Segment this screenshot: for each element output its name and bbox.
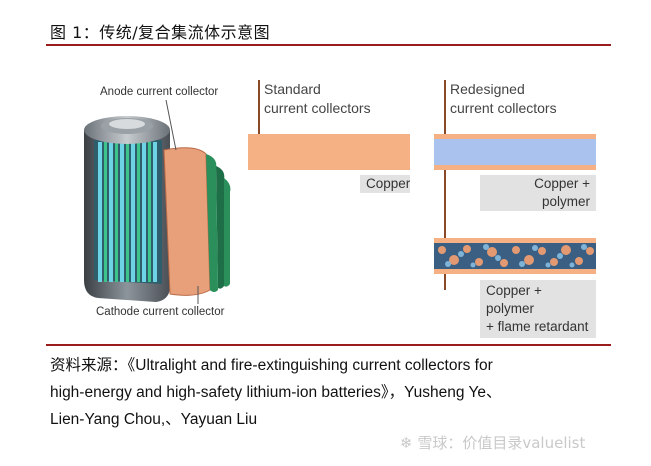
snowball-icon: ❄	[400, 434, 413, 452]
redesigned-header-line2: current collectors	[450, 100, 557, 116]
source-citation: 资料来源：《Ultralight and fire-extinguishing …	[50, 352, 610, 433]
standard-header-line1: Standard	[264, 81, 321, 97]
copper-polymer-strip	[434, 134, 596, 170]
copper-polymer-fr-caption: Copper + polymer + flame retardant	[480, 280, 596, 338]
watermark: ❄ 雪球：价值目录valuelist	[400, 432, 585, 453]
title-rule	[46, 44, 611, 46]
copper-polymer-fr-line2: + flame retardant	[486, 319, 589, 334]
figure-title: 图 1：传统/复合集流体示意图	[50, 23, 271, 42]
copper-polymer-fr-strip	[434, 238, 596, 274]
redesigned-leader-line	[444, 80, 446, 290]
figure-diagram: Anode current collector Cathode current …	[46, 58, 611, 338]
standard-header-line2: current collectors	[264, 100, 371, 116]
cathode-label: Cathode current collector	[96, 306, 225, 318]
battery-cell-illustration	[84, 99, 231, 304]
source-line-1: 资料来源：《Ultralight and fire-extinguishing …	[50, 357, 493, 374]
source-line-3: Lien-Yang Chou,、Yayuan Liu	[50, 411, 258, 428]
standard-leader-line	[258, 80, 260, 136]
copper-polymer-fr-line1: Copper + polymer	[486, 283, 542, 316]
redesigned-header: Redesigned current collectors	[450, 80, 557, 118]
redesigned-header-line1: Redesigned	[450, 81, 525, 97]
source-line-2: high-energy and high-safety lithium-ion …	[50, 384, 502, 401]
copper-caption: Copper	[360, 175, 410, 193]
caption-rule	[46, 344, 611, 346]
watermark-text: 雪球：价值目录valuelist	[417, 434, 586, 452]
anode-label: Anode current collector	[100, 86, 219, 98]
copper-polymer-caption: Copper + polymer	[480, 175, 596, 211]
standard-header: Standard current collectors	[264, 80, 371, 118]
copper-strip	[248, 134, 410, 170]
